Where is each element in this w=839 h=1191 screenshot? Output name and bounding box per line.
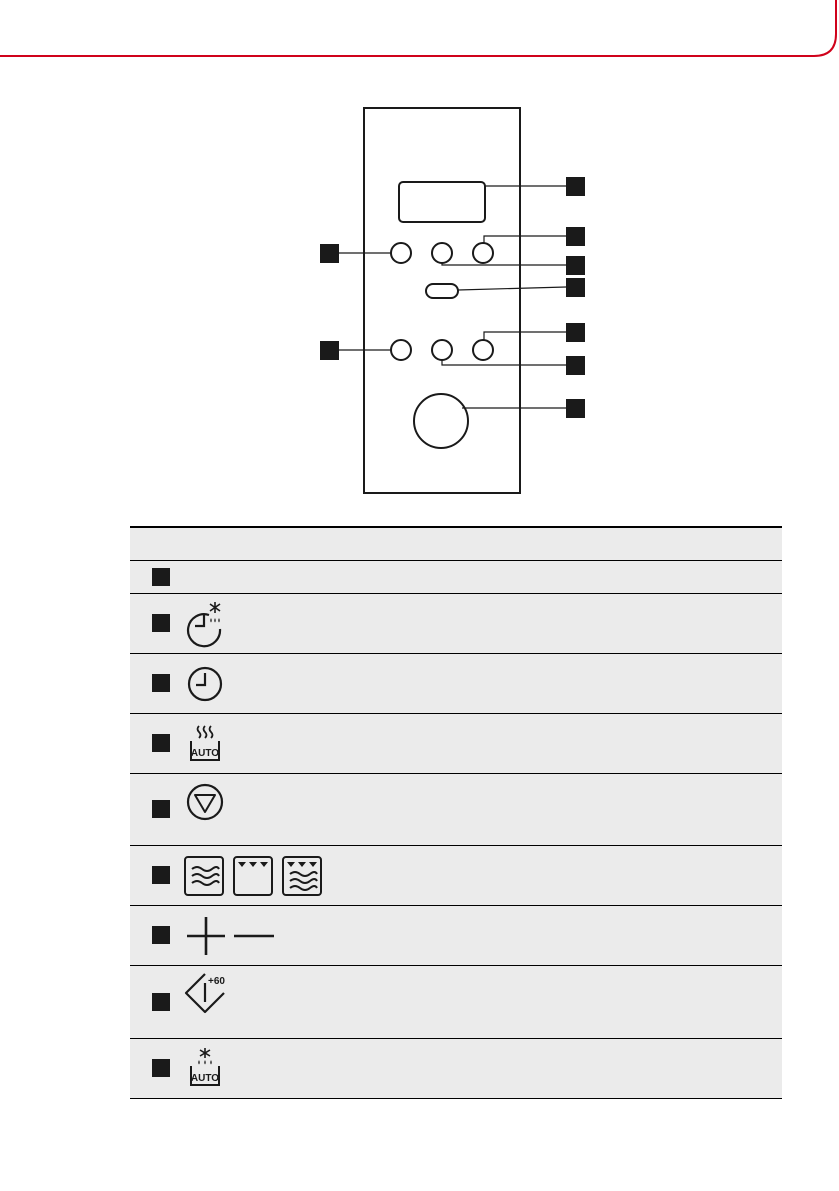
callout-square [320,244,339,263]
row-number-square [152,1059,170,1077]
row-number-square [152,674,170,692]
plus60-label: +60 [208,976,225,987]
stop-triangle-icon [182,780,252,840]
row-number-square [152,993,170,1011]
row-number-square [152,800,170,818]
table-row: +60 [130,966,782,1039]
table-row: AUTO [130,714,782,774]
panel-button [391,243,411,263]
table-row [130,654,782,714]
callout-line [458,287,566,290]
plus-minus-icons [182,911,302,961]
display-window [399,182,485,222]
callout-line [442,263,566,265]
row-number-square [152,568,170,586]
row-number-square [152,614,170,632]
table-row [130,846,782,906]
callout-square [320,341,339,360]
callout-line [484,236,566,243]
row-label [182,561,782,594]
row-number-square [152,866,170,884]
defrost-timer-icon [182,599,252,649]
auto-label: AUTO [191,748,219,759]
legend-table: AUTO [130,526,782,1099]
table-header-cell [130,527,782,561]
auto-label: AUTO [191,1073,219,1084]
callout-square [566,227,585,246]
callout-square [566,356,585,375]
auto-cook-icon: AUTO [182,719,252,769]
panel-button [391,340,411,360]
table-row [130,594,782,654]
clock-icon [182,659,252,709]
table-row [130,561,782,594]
callout-line [484,332,566,340]
control-panel-diagram [0,0,839,520]
callout-square [566,278,585,297]
panel-outline [364,108,520,493]
panel-pill-button [426,284,458,298]
callout-line [442,360,566,365]
auto-defrost-icon: AUTO [182,1044,252,1094]
callout-square [566,399,585,418]
callout-square [566,177,585,196]
table-row [130,906,782,966]
callout-square [566,256,585,275]
panel-button [473,243,493,263]
table-row: AUTO [130,1039,782,1099]
callout-square [566,323,585,342]
start-plus60-icon: +60 [182,972,252,1032]
panel-button [473,340,493,360]
panel-button [432,340,452,360]
mode-selection-icons [182,851,342,901]
row-number-square [152,734,170,752]
table-header-row [130,527,782,561]
table-row [130,774,782,846]
control-knob [414,394,468,448]
panel-button [432,243,452,263]
row-number-square [152,926,170,944]
